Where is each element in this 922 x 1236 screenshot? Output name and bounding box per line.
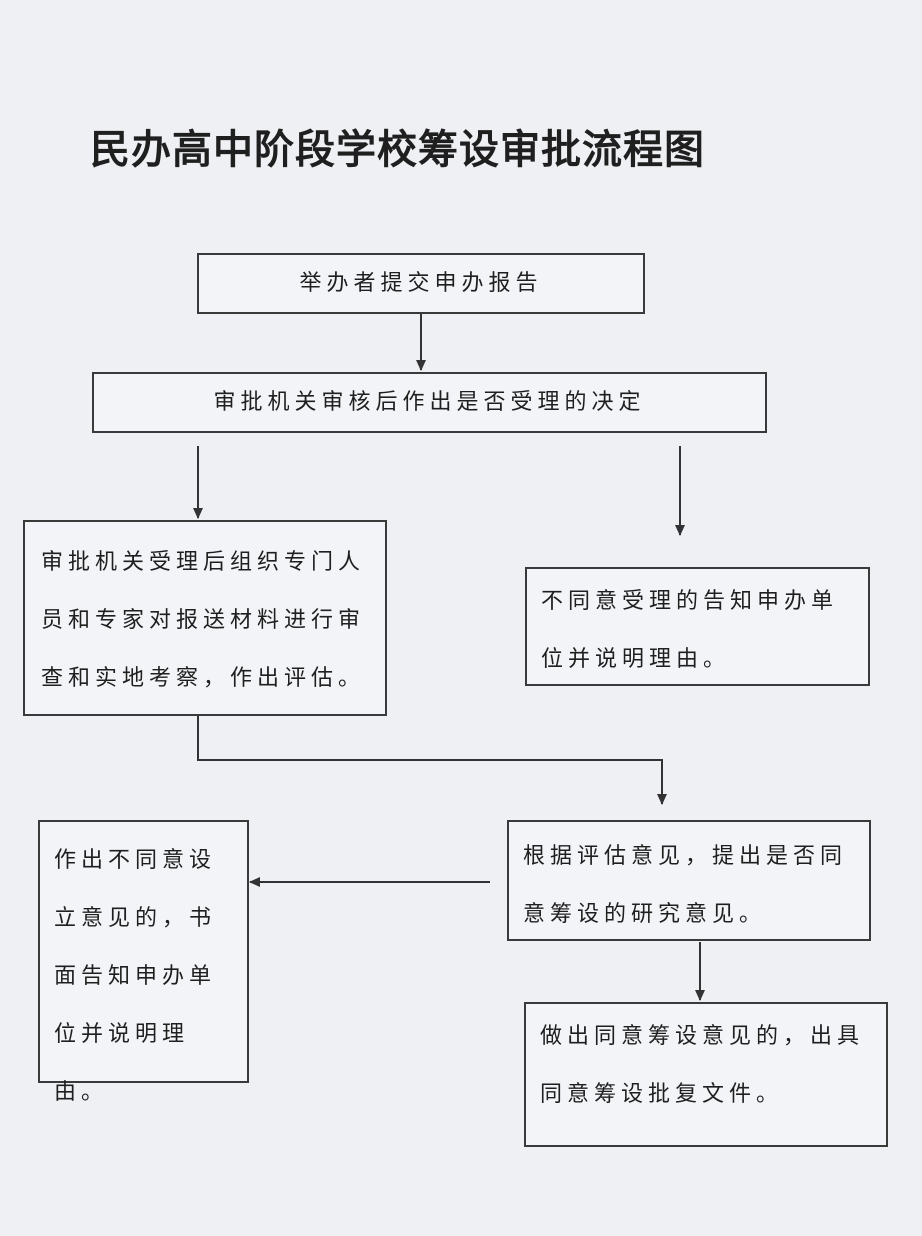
arrow-review-to-research <box>197 716 667 805</box>
step-submit-text: 举办者提交申办报告 <box>299 270 543 296</box>
page-title: 民办高中阶段学校筹设审批流程图 <box>90 127 705 173</box>
step-review-text: 审批机关受理后组织专门人员和专家对报送材料进行审查和实地考察，作出评估。 <box>41 550 366 691</box>
step-agree-text: 做出同意筹设意见的，出具同意筹设批复文件。 <box>540 1024 865 1107</box>
step-review-box: 审批机关受理后组织专门人员和专家对报送材料进行审查和实地考察，作出评估。 <box>23 520 387 716</box>
step-disagree-box: 作出不同意设立意见的，书面告知申办单位并说明理由。 <box>38 820 249 1105</box>
step-research-box: 根据评估意见，提出是否同意筹设的研究意见。 <box>507 820 871 941</box>
step-agree-box: 做出同意筹设意见的，出具同意筹设批复文件。 <box>524 1002 888 1147</box>
step-submit-box: 举办者提交申办报告 <box>197 253 645 314</box>
step-disagree-text: 作出不同意设立意见的，书面告知申办单位并说明理由。 <box>54 848 217 1105</box>
step-reject-accept-text: 不同意受理的告知申办单位并说明理由。 <box>541 589 839 672</box>
step-research-text: 根据评估意见，提出是否同意筹设的研究意见。 <box>523 844 848 927</box>
step-decide-box: 审批机关审核后作出是否受理的决定 <box>92 372 767 433</box>
step-decide-text: 审批机关审核后作出是否受理的决定 <box>213 389 646 415</box>
step-reject-accept-box: 不同意受理的告知申办单位并说明理由。 <box>525 567 870 686</box>
